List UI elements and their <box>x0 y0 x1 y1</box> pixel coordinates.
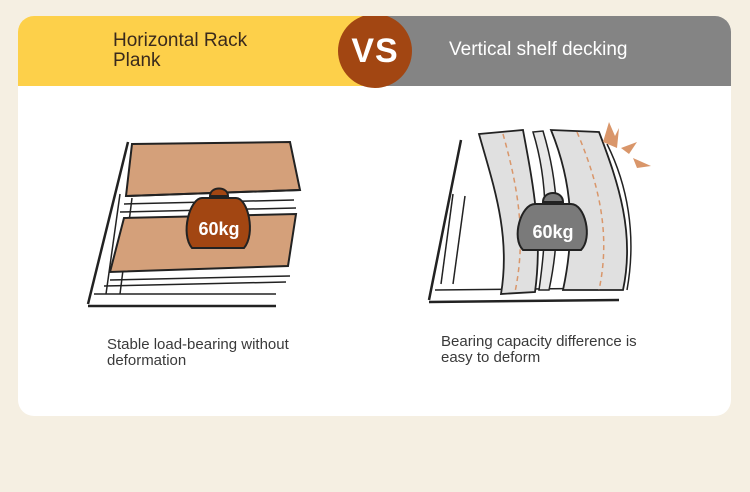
weight-icon <box>516 192 588 251</box>
weight-icon <box>185 187 251 249</box>
vertical-shelf-title: Vertical shelf decking <box>449 39 628 60</box>
horizontal-rack-title: Horizontal Rack Plank <box>113 30 248 71</box>
horizontal-plank-illustration: 60kg <box>86 140 302 308</box>
vertical-decking-illustration: 60kg <box>427 122 651 304</box>
vs-badge: VS <box>338 16 412 88</box>
header-left-band <box>18 16 378 86</box>
left-weight-label: 60kg <box>198 219 239 239</box>
left-caption: Stable load-bearing without deformation <box>107 336 289 369</box>
right-weight-label: 60kg <box>532 222 573 242</box>
right-caption: Bearing capacity difference is easy to d… <box>441 333 637 366</box>
header-right-band <box>378 16 731 86</box>
crack-burst-icon <box>603 122 651 168</box>
comparison-card: Horizontal Rack Plank Vertical shelf dec… <box>18 16 731 416</box>
